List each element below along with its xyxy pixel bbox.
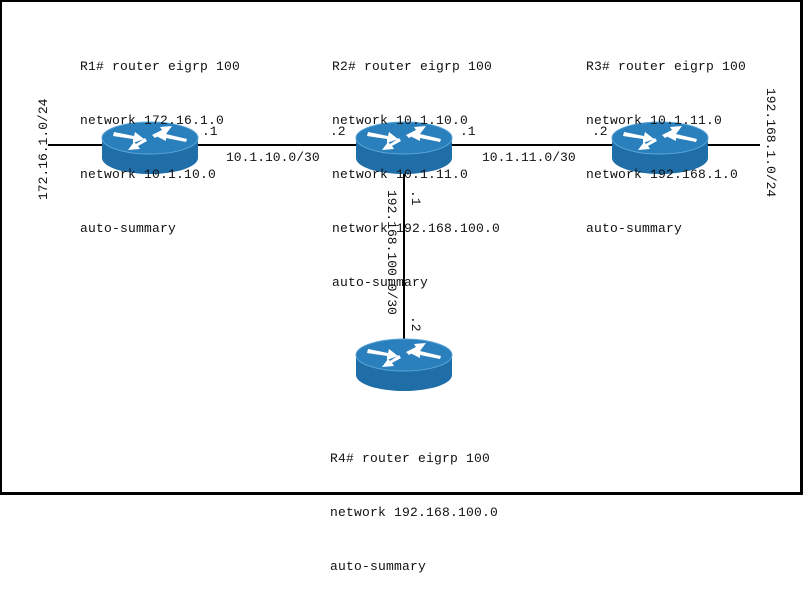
- r3-interface-host: .2: [592, 124, 608, 139]
- r3-config-line: R3# router eigrp 100: [586, 59, 747, 74]
- r2-config: R2# router eigrp 100 network 10.1.10.0 n…: [332, 22, 500, 310]
- r2-config-line: auto-summary: [332, 275, 429, 290]
- r4-config-line: auto-summary: [330, 559, 427, 574]
- link-r2-r4-subnet: 192.168.100.0/30: [384, 190, 399, 315]
- r1-config-line: R1# router eigrp 100: [80, 59, 241, 74]
- r2-config-line: R2# router eigrp 100: [332, 59, 493, 74]
- lan-r1-subnet: 172.16.1.0/24: [36, 98, 51, 200]
- r3-config-line: network 10.1.11.0: [586, 113, 723, 128]
- r3-config: R3# router eigrp 100 network 10.1.11.0 n…: [586, 22, 746, 256]
- r2-config-line: network 192.168.100.0: [332, 221, 501, 236]
- diagram-frame: [0, 0, 803, 495]
- r1-config-line: network 172.16.1.0: [80, 113, 225, 128]
- r1-config: R1# router eigrp 100 network 172.16.1.0 …: [80, 22, 240, 256]
- r4-config: R4# router eigrp 100 network 192.168.100…: [330, 414, 498, 594]
- r2-interface-host-right: .1: [460, 124, 476, 139]
- r2-interface-host-bottom: .1: [408, 190, 423, 206]
- topology-svg: [48, 121, 760, 392]
- r4-config-line: network 192.168.100.0: [330, 505, 499, 520]
- r4-config-line: R4# router eigrp 100: [330, 451, 491, 466]
- r1-interface-host: .1: [202, 124, 218, 139]
- link-r1-r2-subnet: 10.1.10.0/30: [226, 150, 320, 165]
- r2-config-line: network 10.1.10.0: [332, 113, 469, 128]
- r3-config-line: network 192.168.1.0: [586, 167, 739, 182]
- r2-interface-host-left: .2: [330, 124, 346, 139]
- lan-r3-subnet: 192.168.1.0/24: [763, 88, 778, 198]
- r4-interface-host: .2: [408, 316, 423, 332]
- r3-config-line: auto-summary: [586, 221, 683, 236]
- r1-config-line: network 10.1.10.0: [80, 167, 217, 182]
- link-r2-r3-subnet: 10.1.11.0/30: [482, 150, 576, 165]
- router-r4-icon[interactable]: [355, 338, 453, 392]
- r2-config-line: network 10.1.11.0: [332, 167, 469, 182]
- r1-config-line: auto-summary: [80, 221, 177, 236]
